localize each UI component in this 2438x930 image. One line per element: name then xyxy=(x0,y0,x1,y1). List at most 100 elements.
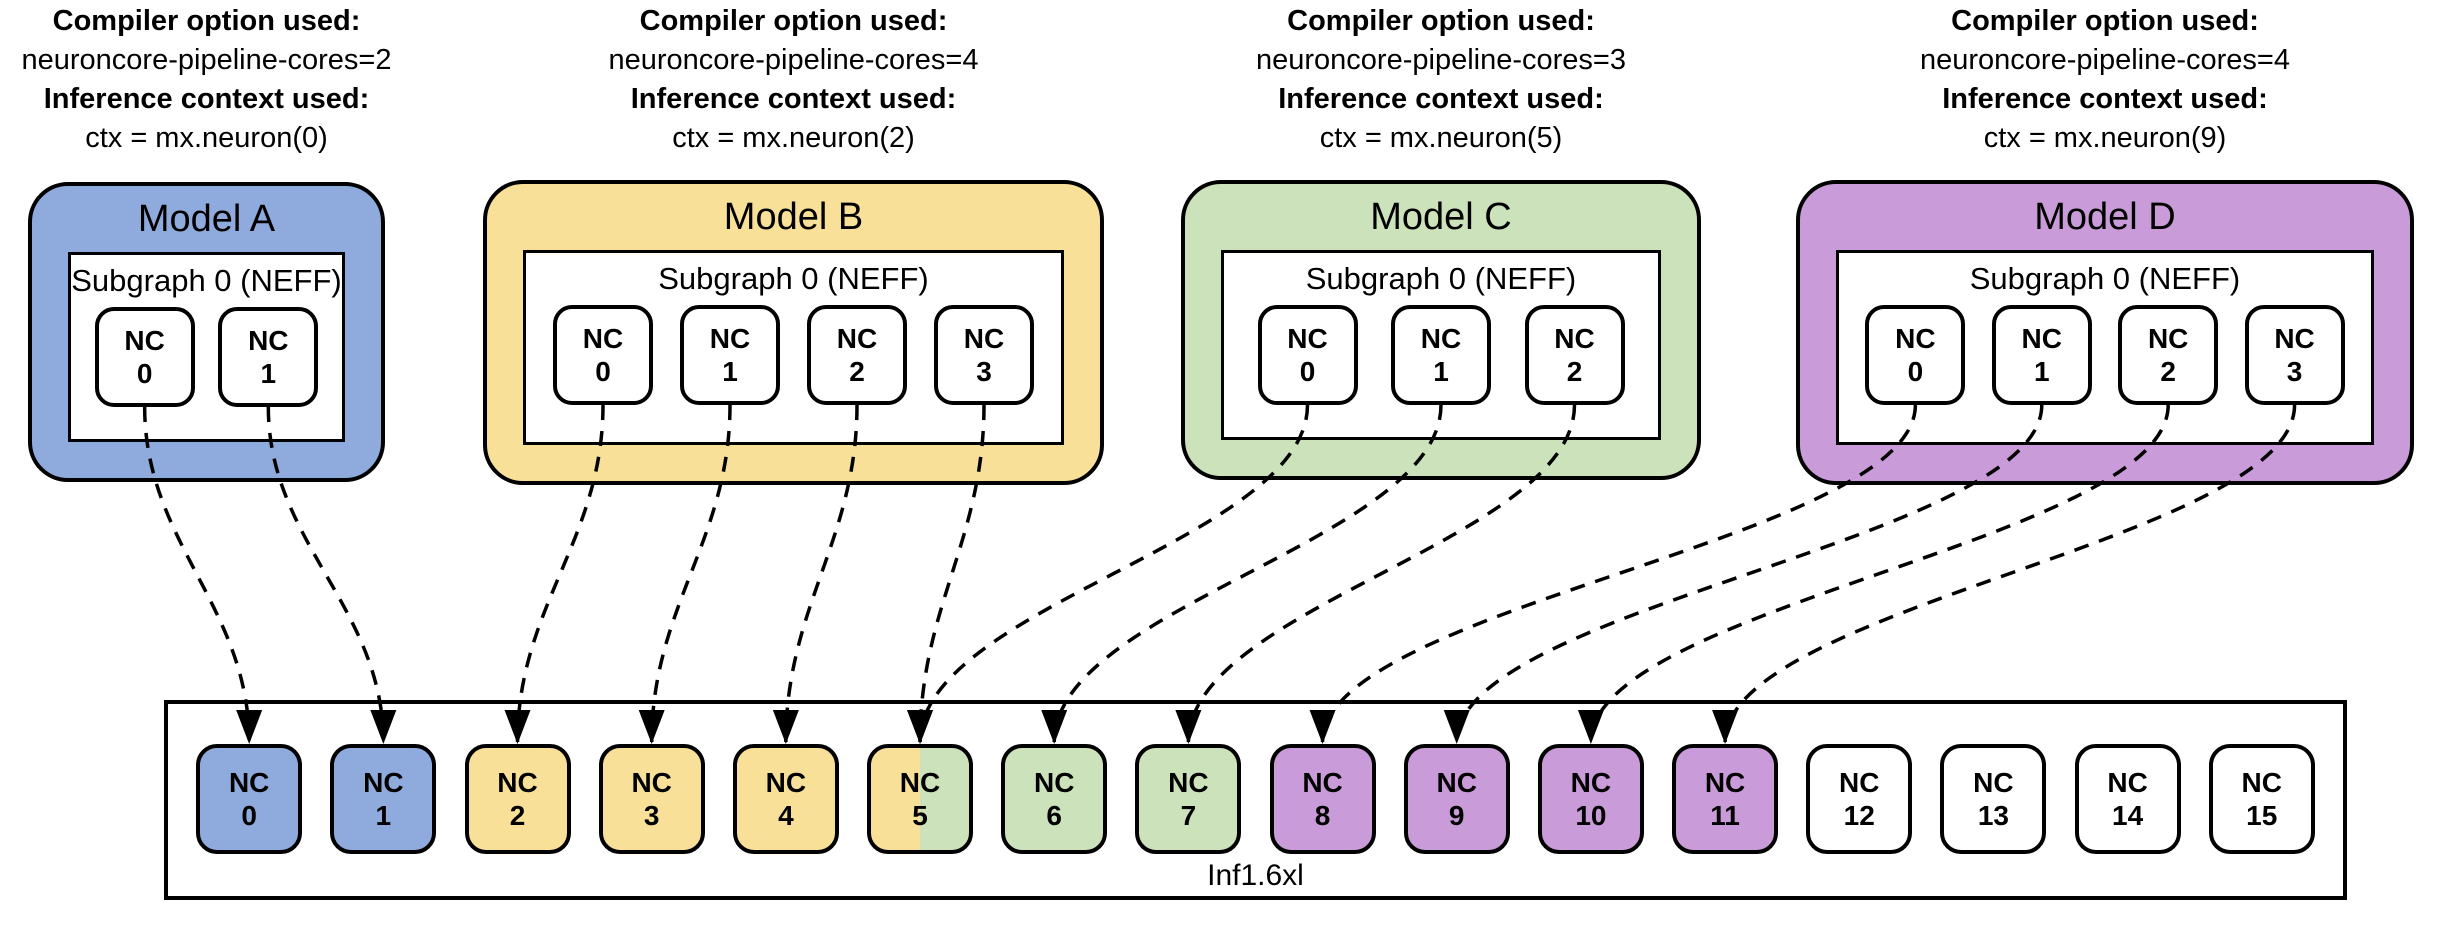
inference-context-label: Inference context used: xyxy=(43,83,370,115)
neuroncore-chip: NC 3 xyxy=(598,744,705,854)
neuroncore-chip-number: 11 xyxy=(1710,800,1740,831)
subgraph-label: Subgraph 0 (NEFF) xyxy=(658,261,929,296)
instance-core-row: NC 0 NC 1 NC 2 NC 3 NC 4 NC 5 NC 6 NC 7 … xyxy=(168,744,2343,854)
subgraph-label: Subgraph 0 (NEFF) xyxy=(71,263,342,298)
neuroncore-chip-label: NC xyxy=(1033,767,1075,798)
neuroncore-chip-label: NC xyxy=(836,323,878,354)
neuroncore-chip: NC 1 xyxy=(1991,305,2092,405)
compiler-option-label: Compiler option used: xyxy=(639,5,948,37)
neuroncore-chip-label: NC xyxy=(1302,767,1343,798)
neuroncore-chip-number: 15 xyxy=(2246,800,2278,831)
neuroncore-chip: NC 2 xyxy=(2118,305,2219,405)
subgraph-panel: Subgraph 0 (NEFF) NC 0 NC 1 NC 2 xyxy=(1221,250,1661,440)
neuroncore-chip-number: 3 xyxy=(643,800,660,831)
compiler-option-label: Compiler option used: xyxy=(1287,5,1595,37)
model-title: Model D xyxy=(2034,196,2176,238)
neuroncore-chip-label: NC xyxy=(248,325,289,356)
neuroncore-chip-number: 14 xyxy=(2112,800,2144,831)
neuroncore-chip-number: 9 xyxy=(1448,800,1465,831)
neuroncore-chip-number: 8 xyxy=(1314,800,1331,831)
neuroncore-chip-number: 2 xyxy=(849,356,865,387)
subgraph-panel: Subgraph 0 (NEFF) NC 0 NC 1 NC 2 NC 3 xyxy=(1836,250,2374,445)
neuroncore-row: NC 0 NC 1 NC 2 NC 3 xyxy=(1839,305,2371,442)
model-title: Model C xyxy=(1370,196,1512,238)
neuroncore-chip: NC 0 xyxy=(196,744,303,854)
neuroncore-chip: NC 2 xyxy=(464,744,571,854)
neuroncore-chip: NC 11 xyxy=(1672,744,1779,854)
model-header: Compiler option used: neuroncore-pipelin… xyxy=(1121,2,1761,158)
neuroncore-chip: NC 14 xyxy=(2074,744,2181,854)
model-title: Model A xyxy=(137,198,276,240)
neuroncore-chip-label: NC xyxy=(1704,767,1746,798)
model-header: Compiler option used: neuroncore-pipelin… xyxy=(474,2,1114,158)
neuroncore-chip: NC 9 xyxy=(1403,744,1510,854)
neuroncore-chip-label: NC xyxy=(582,323,624,354)
neuroncore-chip: NC 1 xyxy=(218,307,319,407)
neuroncore-chip-number: 1 xyxy=(260,358,277,389)
neuroncore-chip: NC 2 xyxy=(1524,305,1625,405)
neuroncore-chip-number: 0 xyxy=(241,800,257,831)
inference-context-value: ctx = mx.neuron(0) xyxy=(85,122,328,154)
neuroncore-chip-number: 1 xyxy=(375,800,392,831)
neuroncore-row: NC 0 NC 1 NC 2 NC 3 xyxy=(526,305,1061,442)
model-header: Compiler option used: neuroncore-pipelin… xyxy=(1785,2,2425,158)
neuroncore-chip-label: NC xyxy=(1973,767,2014,798)
neuroncore-chip: NC 1 xyxy=(680,305,780,405)
inference-context-value: ctx = mx.neuron(2) xyxy=(672,122,915,154)
neuroncore-chip: NC 13 xyxy=(1940,744,2047,854)
compiler-option-value: neuroncore-pipeline-cores=3 xyxy=(1256,44,1626,76)
neuroncore-chip: NC 0 xyxy=(1865,305,1966,405)
neuroncore-chip: NC 3 xyxy=(934,305,1034,405)
neuroncore-chip: NC 1 xyxy=(1391,305,1491,405)
neuroncore-chip-label: NC xyxy=(2021,323,2062,354)
neuroncore-chip-label: NC xyxy=(2241,767,2282,798)
neuroncore-chip-number: 2 xyxy=(1566,356,1583,387)
neuroncore-chip: NC 1 xyxy=(330,744,437,854)
model-box-a: Model A Subgraph 0 (NEFF) NC 0 NC 1 xyxy=(28,182,385,482)
compiler-option-value: neuroncore-pipeline-cores=4 xyxy=(1920,44,2290,76)
neuroncore-chip-number: 0 xyxy=(1907,356,1924,387)
neuroncore-chip-label: NC xyxy=(2107,767,2148,798)
neuroncore-chip-label: NC xyxy=(899,767,941,798)
compiler-option-label: Compiler option used: xyxy=(1951,5,2259,37)
neuroncore-chip-label: NC xyxy=(363,767,404,798)
neuroncore-chip-label: NC xyxy=(2274,323,2315,354)
neuroncore-chip-label: NC xyxy=(631,767,672,798)
neuroncore-chip-label: NC xyxy=(1839,767,1880,798)
neuroncore-chip: NC 6 xyxy=(1001,744,1108,854)
neuroncore-chip-number: 1 xyxy=(2033,356,2050,387)
neuroncore-chip-label: NC xyxy=(1554,323,1595,354)
neuroncore-chip-number: 4 xyxy=(778,800,794,831)
neuroncore-chip-label: NC xyxy=(963,323,1005,354)
neuroncore-chip: NC 8 xyxy=(1269,744,1376,854)
subgraph-label: Subgraph 0 (NEFF) xyxy=(1969,261,2241,296)
neuroncore-chip-number: 0 xyxy=(595,356,611,387)
compiler-option-value: neuroncore-pipeline-cores=2 xyxy=(21,44,392,76)
neuroncore-chip: NC 4 xyxy=(732,744,839,854)
model-box-c: Model C Subgraph 0 (NEFF) NC 0 NC 1 NC 2 xyxy=(1181,180,1701,480)
neuroncore-chip-label: NC xyxy=(228,767,270,798)
neuroncore-chip-label: NC xyxy=(1570,767,1612,798)
neuroncore-chip-number: 2 xyxy=(509,800,526,831)
subgraph-panel: Subgraph 0 (NEFF) NC 0 NC 1 NC 2 NC 3 xyxy=(523,250,1064,445)
neuroncore-chip: NC 5 xyxy=(867,744,974,854)
neuroncore-row: NC 0 NC 1 xyxy=(71,307,342,439)
model-title: Model B xyxy=(723,196,864,238)
inference-context-label: Inference context used: xyxy=(1942,83,2268,115)
subgraph-label: Subgraph 0 (NEFF) xyxy=(1305,261,1577,296)
neuroncore-chip: NC 10 xyxy=(1537,744,1644,854)
neuroncore-chip: NC 2 xyxy=(807,305,907,405)
model-box-d: Model D Subgraph 0 (NEFF) NC 0 NC 1 NC 2… xyxy=(1796,180,2414,485)
neuroncore-chip-label: NC xyxy=(1287,323,1328,354)
neuroncore-chip: NC 7 xyxy=(1135,744,1242,854)
neuroncore-chip-label: NC xyxy=(709,323,751,354)
neuroncore-chip: NC 15 xyxy=(2208,744,2315,854)
neuroncore-chip-number: 7 xyxy=(1180,800,1197,831)
neuroncore-chip-number: 6 xyxy=(1046,800,1062,831)
neuroncore-chip-number: 5 xyxy=(912,800,928,831)
compiler-option-value: neuroncore-pipeline-cores=4 xyxy=(608,44,979,76)
inference-context-value: ctx = mx.neuron(9) xyxy=(1983,122,2227,154)
neuroncore-chip: NC 12 xyxy=(1806,744,1913,854)
neuroncore-chip-number: 1 xyxy=(722,356,738,387)
